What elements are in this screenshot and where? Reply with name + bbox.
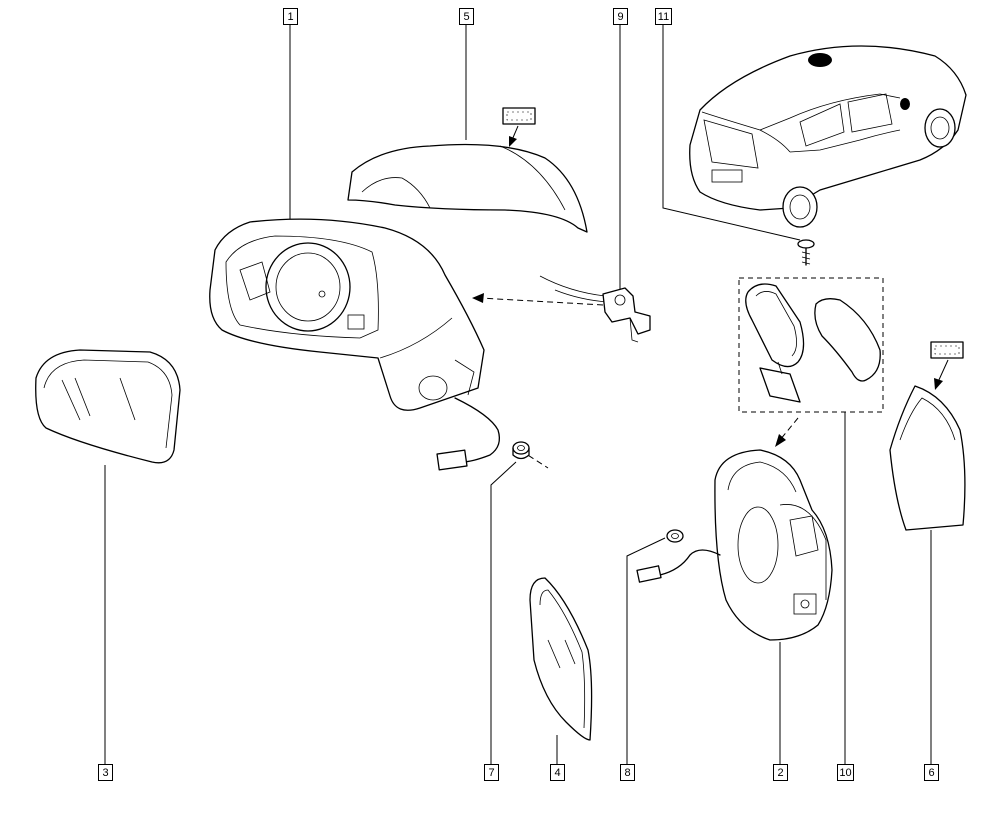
mirror-glass-left	[35, 349, 181, 464]
screw	[797, 239, 815, 266]
callout-9: 9	[613, 8, 628, 25]
sensor-unit	[539, 275, 651, 343]
indicator-kit	[738, 277, 884, 413]
car-illustration	[689, 45, 967, 228]
callout-10: 10	[837, 764, 854, 781]
callout-8: 8	[620, 764, 635, 781]
mirror-housing-left	[209, 218, 485, 411]
callout-7: 7	[484, 764, 499, 781]
mirror-glass-right	[529, 577, 593, 741]
nut-left	[512, 441, 530, 460]
mirror-cover-top	[347, 143, 588, 233]
callout-4: 4	[550, 764, 565, 781]
mirror-housing-right	[714, 449, 833, 641]
callout-3: 3	[98, 764, 113, 781]
callout-5: 5	[459, 8, 474, 25]
callout-6: 6	[924, 764, 939, 781]
callout-1: 1	[283, 8, 298, 25]
side-cover	[889, 385, 966, 531]
label-plates	[502, 107, 964, 359]
callout-11: 11	[655, 8, 672, 25]
wiring-harness-right	[636, 529, 721, 583]
callout-2: 2	[773, 764, 788, 781]
wiring-harness-left	[436, 397, 501, 471]
leader-lines	[104, 24, 932, 764]
